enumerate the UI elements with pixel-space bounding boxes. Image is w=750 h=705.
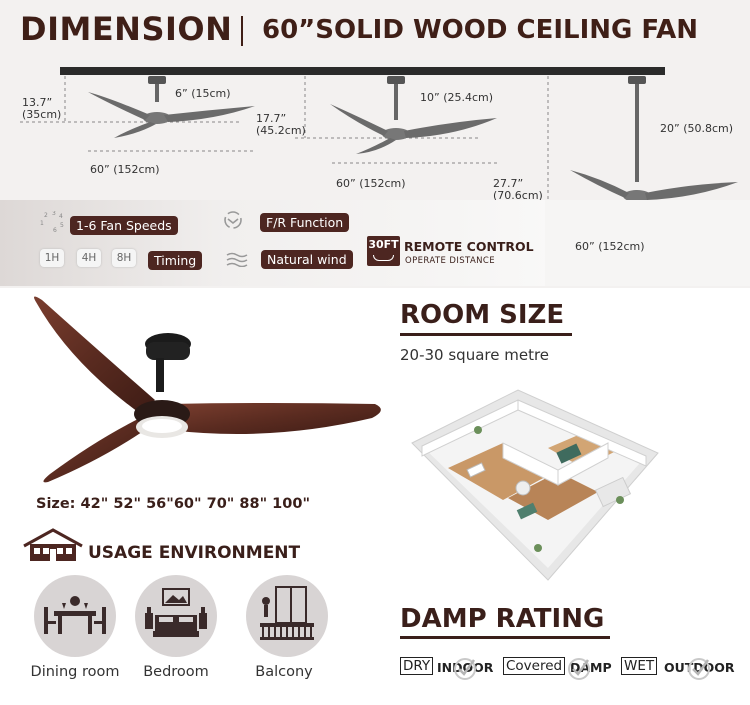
remote-distance-badge: 30FT — [367, 236, 400, 266]
fan-3-width-overlay: 60” (152cm) — [575, 240, 645, 253]
fr-function-label: F/R Function — [260, 213, 350, 232]
remote-distance-value: 30FT — [368, 238, 399, 251]
check-icon — [454, 658, 476, 680]
dining-icon — [44, 596, 106, 634]
fan-1-drawing — [88, 76, 255, 138]
damp-covered-box: Covered — [503, 657, 566, 675]
check-icon — [688, 658, 710, 680]
fan-2-drawing — [330, 76, 497, 154]
svg-text:6: 6 — [53, 227, 57, 234]
remote-title: REMOTE CONTROL — [404, 239, 534, 254]
bedroom-label: Bedroom — [143, 664, 209, 680]
fan-2-downrod: 10” (25.4cm) — [420, 91, 494, 104]
fan-3-height-in: 27.7” — [493, 177, 524, 190]
fan-2-height-in: 17.7” — [256, 112, 287, 125]
svg-text:5: 5 — [60, 222, 64, 229]
timer-8h: 8H — [112, 249, 136, 267]
fan-1-downrod: 6” (15cm) — [175, 87, 231, 100]
fan-1-height-in: 13.7” — [22, 96, 53, 109]
fan-dimension-drawings — [20, 76, 740, 216]
damp-dry-box: DRY — [400, 657, 434, 675]
fan-1-height-cm: (35cm) — [22, 108, 62, 121]
svg-text:2: 2 — [44, 212, 48, 219]
house-icon — [23, 528, 83, 561]
feature-band-right-fill — [545, 200, 750, 286]
room-size-title: ROOM SIZE — [400, 300, 565, 330]
damp-outdoor-label: OUTDOOR — [664, 660, 735, 675]
fan-3-downrod: 20” (50.8cm) — [660, 122, 734, 135]
wind-icon — [226, 252, 248, 267]
svg-text:1: 1 — [40, 220, 44, 227]
fan-2-height-cm: (45.2cm) — [256, 124, 306, 137]
wood-fan-image — [34, 296, 381, 483]
remote-sub: OPERATE DISTANCE — [405, 256, 496, 266]
timer-4h: 4H — [77, 249, 101, 267]
check-icon — [568, 658, 590, 680]
svg-text:3: 3 — [52, 211, 56, 217]
natural-wind-label: Natural wind — [261, 250, 353, 269]
dimension-title: DIMENSION — [20, 10, 233, 48]
dining-room-circle — [34, 575, 116, 657]
room-size-underline — [400, 333, 572, 336]
signal-icon — [373, 255, 394, 261]
fan-2-width: 60” (152cm) — [336, 177, 406, 190]
damp-rating-underline — [400, 636, 610, 639]
reverse-icon — [224, 211, 242, 229]
bedroom-circle — [135, 575, 217, 657]
room-size-desc: 20-30 square metre — [400, 346, 550, 364]
ceiling-bar — [60, 67, 665, 75]
bed-icon — [145, 588, 207, 637]
svg-text:4: 4 — [59, 213, 63, 220]
balcony-label: Balcony — [255, 664, 313, 680]
damp-wet-box: WET — [621, 657, 658, 675]
damp-rating-title: DAMP RATING — [400, 604, 605, 634]
usage-title: USAGE ENVIRONMENT — [88, 543, 301, 563]
sizes-list: Size: 42" 52" 56"60" 70" 88" 100" — [36, 496, 310, 512]
speeds-label: 1-6 Fan Speeds — [70, 216, 178, 235]
balcony-circle — [246, 575, 328, 657]
balcony-icon — [260, 586, 314, 640]
fan-3-drawing — [570, 76, 738, 216]
dining-room-label: Dining room — [30, 664, 120, 680]
damp-indoor-label: INDOOR — [437, 660, 494, 675]
fan-3-height-cm: (70.6cm) — [493, 189, 543, 202]
timer-1h: 1H — [40, 249, 64, 267]
floor-plan-image — [411, 389, 659, 581]
fan-1-width: 60” (152cm) — [90, 163, 160, 176]
title-divider — [241, 16, 243, 46]
product-title: 60”SOLID WOOD CEILING FAN — [262, 15, 699, 45]
timing-label: Timing — [148, 251, 203, 270]
